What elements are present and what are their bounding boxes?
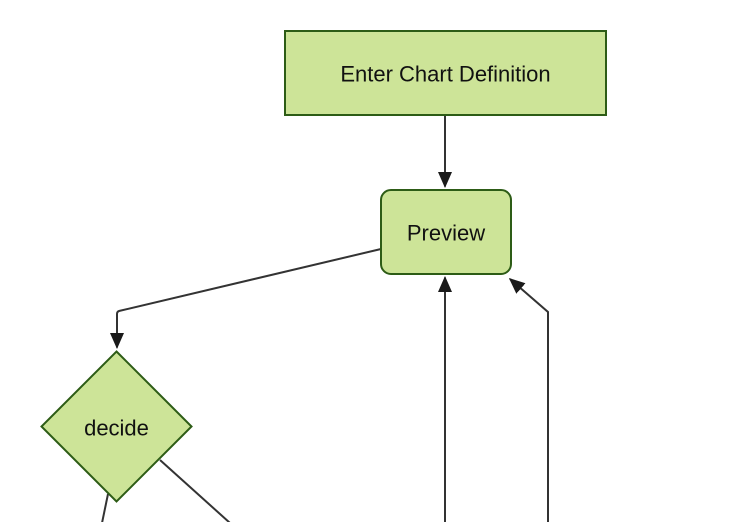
- node-preview: Preview: [380, 189, 512, 275]
- edge-preview-to-decide: [110, 248, 382, 349]
- enter-chart-definition-box: [284, 30, 607, 116]
- node-enter-chart-definition: Enter Chart Definition: [284, 30, 607, 116]
- preview-box: [380, 189, 512, 275]
- edge-layer: [101, 115, 549, 522]
- decide-diamond: [40, 350, 193, 503]
- node-decide: decide: [40, 350, 193, 503]
- edge-bottom-to-preview-corner: [508, 278, 549, 522]
- decide-label: decide: [84, 416, 149, 441]
- preview-label: Preview: [407, 221, 485, 246]
- edge-decide-offscreen-left: [101, 493, 109, 522]
- enter-chart-definition-label: Enter Chart Definition: [340, 62, 550, 87]
- edge-decide-offscreen-right: [159, 459, 231, 522]
